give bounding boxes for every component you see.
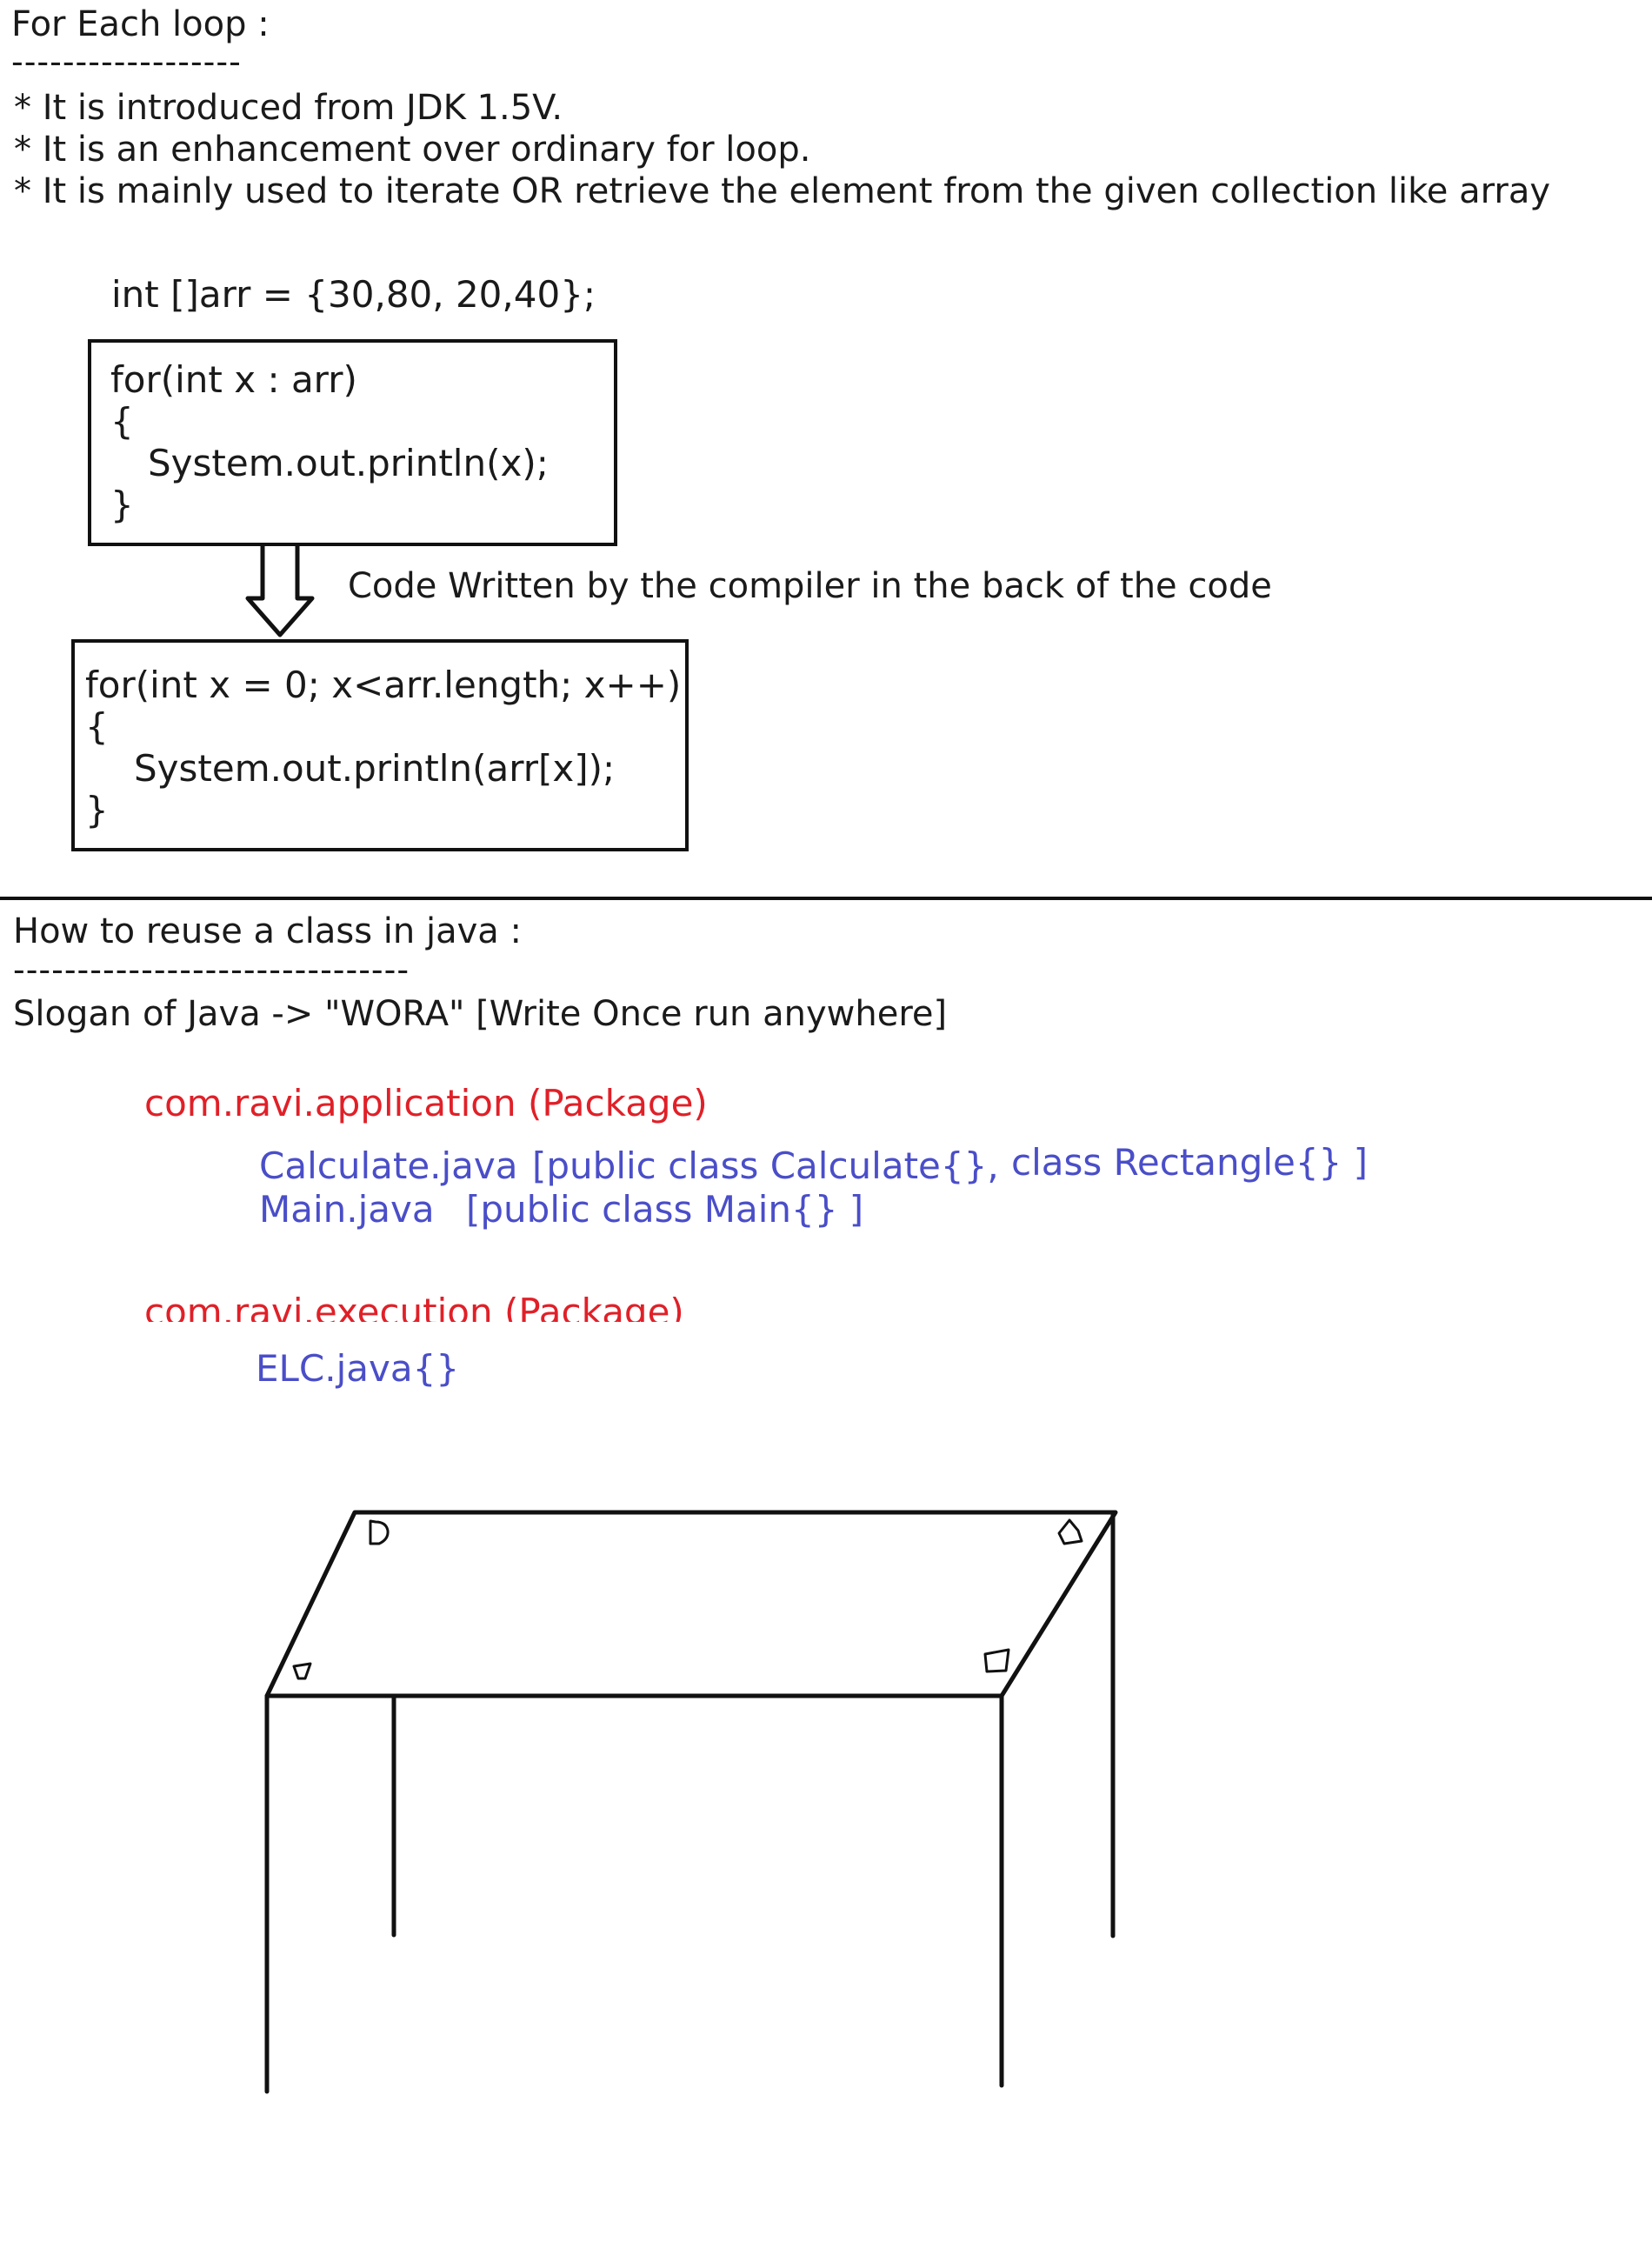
section-divider [0,897,1652,900]
section-title-reuse: How to reuse a class in java : [13,911,522,951]
package-name: com.ravi.execution (Package) [144,1291,684,1323]
code-line: System.out.println(arr[x]); [134,747,616,790]
bullet-item: * It is mainly used to iterate OR retrie… [14,171,1551,211]
enhanced-loop-box: for(int x : arr) { System.out.println(x)… [88,339,617,546]
section-title-foreach: For Each loop : [11,4,270,44]
corner-mark [1057,1518,1083,1545]
file-name: ELC.java{} [256,1347,460,1390]
package-name: com.ravi.application (Package) [144,1082,708,1124]
title-underline: ------------------ [11,43,242,81]
compiled-loop-box: for(int x = 0; x<arr.length; x++) { Syst… [71,639,689,851]
code-line: for(int x = 0; x<arr.length; x++) [85,664,682,706]
bullet-item: * It is an enhancement over ordinary for… [14,130,811,170]
file-classes: [public class Calculate{}, [532,1144,999,1187]
code-line: for(int x : arr) [110,358,357,401]
arrow-caption: Code Written by the compiler in the back… [348,566,1272,606]
file-classes-extra: class Rectangle{} ] [1011,1141,1369,1184]
bullet-item: * It is introduced from JDK 1.5V. [14,88,563,128]
package-name-clip: com.ravi.execution (Package) [144,1291,709,1323]
down-arrow-icon [245,544,315,637]
code-line: } [85,789,109,831]
code-line: { [85,705,109,748]
java-slogan: Slogan of Java -> "WORA" [Write Once run… [13,994,948,1034]
file-name: Main.java [259,1188,435,1231]
corner-mark [292,1662,312,1680]
array-declaration: int []arr = {30,80, 20,40}; [111,273,596,316]
file-classes: [public class Main{} ] [466,1188,864,1231]
code-line: System.out.println(x); [148,442,549,484]
code-line: { [110,400,134,443]
table-top [264,1510,1118,1698]
corner-mark [983,1648,1010,1673]
corner-mark [369,1519,390,1545]
title-underline: ------------------------------- [13,951,410,989]
file-name: Calculate.java [259,1144,518,1187]
code-line: } [110,484,134,526]
